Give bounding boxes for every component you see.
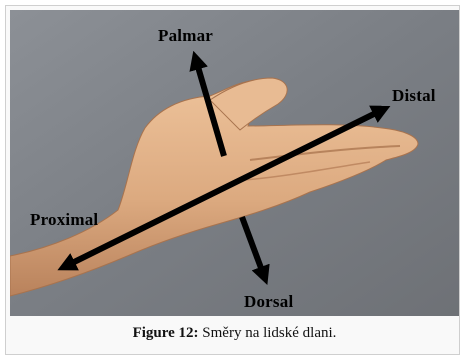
- caption-text: Směry na lidské dlani.: [202, 325, 336, 341]
- label-dorsal: Dorsal: [244, 292, 293, 312]
- hand-photo: Palmar Distal Proximal Dorsal: [10, 10, 459, 316]
- label-palmar: Palmar: [158, 26, 213, 46]
- figure-caption: Figure 12: Směry na lidské dlani.: [10, 316, 459, 352]
- label-distal: Distal: [392, 86, 436, 106]
- caption-prefix: Figure 12:: [133, 325, 199, 341]
- hand-illustration: [10, 10, 459, 316]
- label-proximal: Proximal: [30, 210, 98, 230]
